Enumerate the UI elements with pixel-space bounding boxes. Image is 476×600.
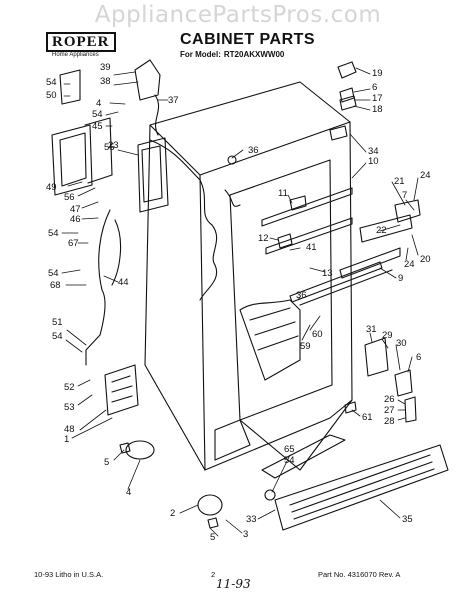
callout-61: 61 bbox=[362, 412, 373, 423]
callout-24: 24 bbox=[420, 170, 431, 181]
callout-52: 52 bbox=[64, 382, 75, 393]
footer-part-number: Part No. 4316070 Rev. A bbox=[318, 570, 401, 579]
callout-2: 2 bbox=[170, 508, 175, 519]
callout-56: 56 bbox=[64, 192, 75, 203]
callout-35: 35 bbox=[402, 514, 413, 525]
callout-47: 47 bbox=[70, 204, 81, 215]
callout-68: 68 bbox=[50, 280, 61, 291]
callout-65: 65 bbox=[284, 444, 295, 455]
brand-logo: ROPER Home Appliances bbox=[46, 32, 116, 58]
brand-name: ROPER bbox=[46, 32, 116, 52]
callout-36: 36 bbox=[248, 145, 259, 156]
callout-54: 54 bbox=[284, 455, 295, 466]
callout-5: 5 bbox=[210, 532, 215, 543]
callout-26: 26 bbox=[384, 394, 395, 405]
callout-11: 11 bbox=[278, 188, 288, 199]
callout-27: 27 bbox=[384, 405, 395, 416]
callout-34: 34 bbox=[368, 146, 379, 157]
callout-12: 12 bbox=[258, 233, 269, 244]
callout-36: 36 bbox=[296, 290, 307, 301]
callout-10: 10 bbox=[368, 156, 379, 167]
callout-59: 59 bbox=[300, 341, 311, 352]
callout-38: 38 bbox=[100, 76, 111, 87]
callout-51: 51 bbox=[52, 317, 63, 328]
callout-4: 4 bbox=[126, 487, 131, 498]
callout-60: 60 bbox=[312, 329, 323, 340]
callout-45: 45 bbox=[92, 121, 103, 132]
callout-23: 23 bbox=[108, 140, 119, 151]
callout-9: 9 bbox=[398, 273, 403, 284]
model-line: For Model:RT20AKXWW00 bbox=[180, 50, 284, 59]
callout-19: 19 bbox=[372, 68, 383, 79]
page-title: CABINET PARTS bbox=[180, 31, 316, 48]
callout-31: 31 bbox=[366, 324, 377, 335]
footer-page-number: 2 bbox=[211, 570, 216, 579]
cabinet-shell bbox=[51, 59, 449, 531]
callout-3: 3 bbox=[243, 529, 248, 540]
callout-28: 28 bbox=[384, 416, 395, 427]
callout-13: 13 bbox=[322, 268, 333, 279]
brand-subtitle: Home Appliances bbox=[52, 52, 99, 58]
callout-30: 30 bbox=[396, 338, 407, 349]
callout-20: 20 bbox=[420, 254, 431, 265]
callout-4: 4 bbox=[96, 98, 101, 109]
callout-44: 44 bbox=[118, 277, 129, 288]
callout-17: 17 bbox=[372, 93, 383, 104]
callout-54: 54 bbox=[48, 268, 59, 279]
callout-41: 41 bbox=[306, 242, 317, 253]
callout-67: 67 bbox=[68, 238, 79, 249]
callout-7: 7 bbox=[402, 190, 407, 201]
callout-50: 50 bbox=[46, 90, 57, 101]
callout-54: 54 bbox=[46, 77, 57, 88]
callout-55: 55 bbox=[104, 142, 115, 153]
callout-37: 37 bbox=[168, 95, 179, 106]
callout-54: 54 bbox=[92, 109, 103, 120]
callout-6: 6 bbox=[372, 82, 377, 93]
model-number: RT20AKXWW00 bbox=[223, 50, 285, 59]
callout-1: 1 bbox=[64, 434, 69, 445]
callout-54: 54 bbox=[52, 331, 63, 342]
callout-22: 22 bbox=[376, 225, 387, 236]
leader-lines bbox=[61, 67, 419, 537]
model-prefix: For Model: bbox=[180, 50, 221, 59]
callout-49: 49 bbox=[46, 182, 57, 193]
callout-54: 54 bbox=[48, 228, 59, 239]
watermark: AppliancePartsPros.com bbox=[94, 2, 382, 28]
callout-48: 48 bbox=[64, 424, 75, 435]
handwritten-note: 11-93 bbox=[216, 577, 251, 591]
footer-litho: 10-93 Litho in U.S.A. bbox=[34, 570, 104, 579]
callout-21: 21 bbox=[394, 176, 405, 187]
callout-18: 18 bbox=[372, 104, 383, 115]
callout-29: 29 bbox=[382, 330, 393, 341]
callout-53: 53 bbox=[64, 402, 75, 413]
callout-46: 46 bbox=[70, 214, 81, 225]
callout-33: 33 bbox=[246, 514, 257, 525]
callout-24: 24 bbox=[404, 259, 415, 270]
callout-39: 39 bbox=[100, 62, 111, 73]
callout-6: 6 bbox=[416, 352, 421, 363]
callout-5: 5 bbox=[104, 457, 109, 468]
